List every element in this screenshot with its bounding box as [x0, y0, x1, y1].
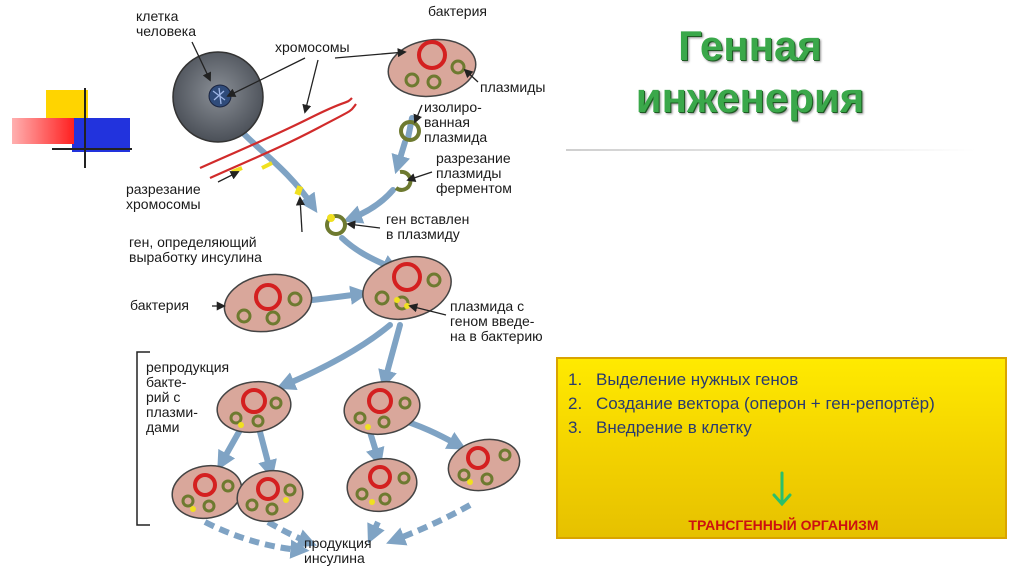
human-cell: [172, 51, 264, 143]
bacterium-gen3-4: [447, 438, 521, 492]
label-bacterium-top: бактерия: [428, 3, 487, 19]
page-title: Генная инженерия: [635, 22, 865, 121]
bacterium-gen3-3: [346, 457, 418, 513]
arrow-down-icon: [772, 471, 792, 507]
steps-box: 1.Выделение нужных генов 2.Создание вект…: [556, 357, 1007, 539]
cut-plasmid: [394, 169, 413, 192]
bacterium-gen3-1: [171, 464, 243, 520]
step-item: 1.Выделение нужных генов: [568, 370, 799, 389]
isolated-plasmid: [399, 120, 421, 142]
label-human-cell: клетка человека: [136, 8, 197, 39]
bacterium-gen2-left: [216, 380, 292, 434]
result-label: ТРАНСГЕННЫЙ ОРГАНИЗМ: [688, 517, 879, 533]
insulin-gene-fragment: [294, 185, 304, 196]
label-bacterium-mid: бактерия: [130, 297, 189, 313]
bacterium-gen2-right: [343, 380, 421, 436]
label-isolated-plasmid: изолиро- ванная плазмида: [424, 99, 488, 145]
dashed-flow-arrows: [203, 502, 472, 559]
reproduction-bracket: [136, 351, 150, 526]
label-insulin-production: продукция инсулина: [304, 535, 372, 566]
bacterium-top: [387, 38, 477, 98]
label-plasmid-in-bacterium: плазмида с геном введе- на в бактерию: [450, 298, 543, 344]
label-plasmid-cut: разрезание плазмиды ферментом: [436, 150, 512, 196]
step-item: 3.Внедрение в клетку: [568, 418, 752, 437]
bacterium-mid-right: [362, 256, 452, 320]
recombinant-plasmid: [325, 214, 347, 236]
label-chromosome-cut: разрезание хромосомы: [126, 181, 201, 212]
step-item: 2.Создание вектора (оперон + ген-репортё…: [568, 394, 935, 413]
chromosome-strands: [199, 97, 357, 180]
pointer-arrows: [191, 41, 479, 316]
bacterium-mid-left: [223, 273, 313, 333]
label-reproduction: репродукция бакте- рий с плазми- дами: [146, 359, 230, 435]
label-chromosomes: хромосомы: [275, 39, 350, 55]
label-insulin-gene: ген, определяющий выработку инсулина: [129, 234, 262, 265]
steps-list: 1.Выделение нужных генов 2.Создание вект…: [568, 369, 998, 441]
title-divider: [566, 149, 976, 151]
bacterium-gen3-2: [236, 469, 304, 523]
label-gene-inserted: ген вставлен в плазмиду: [386, 211, 470, 242]
label-plasmids: плазмиды: [480, 79, 546, 95]
decorative-squares: [8, 88, 133, 168]
